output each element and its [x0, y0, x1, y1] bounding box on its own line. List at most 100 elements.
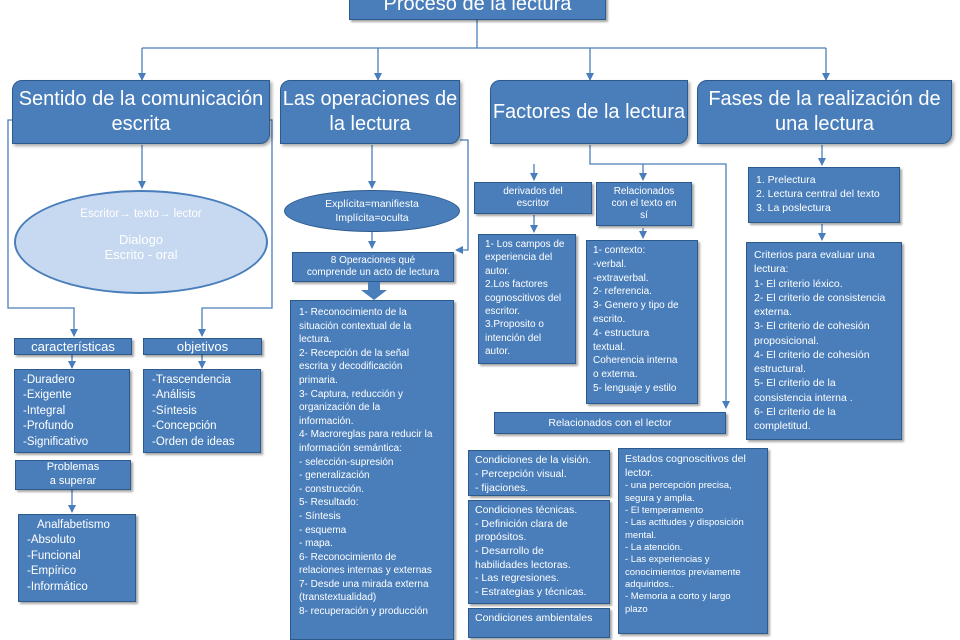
- list-item: 6- El criterio de la: [754, 405, 836, 418]
- list-item: lectura.: [299, 334, 332, 346]
- list-item: -Informático: [27, 580, 88, 593]
- list-item: organización de la: [299, 402, 381, 414]
- caracteristicas-label: características: [31, 339, 115, 354]
- list-item: - Memoria a corto y largo: [625, 591, 731, 603]
- list-item: plazo: [625, 603, 648, 615]
- list-item: -Duradero: [23, 374, 75, 386]
- list-item: intención del: [485, 332, 542, 344]
- list-item: 2. Lectura central del texto: [756, 188, 880, 201]
- list-item: -Integral: [23, 404, 66, 417]
- rel-texto-label-3: sí: [640, 210, 648, 221]
- list-item: conocimientos previamente: [625, 566, 741, 578]
- list-item: -Empírico: [27, 565, 77, 578]
- list-item: 5- lenguaje y estilo: [593, 382, 677, 394]
- list-item: - Las regresiones.: [475, 572, 560, 585]
- list-item: 2.Los factores: [485, 279, 548, 291]
- list-item: - construcción.: [299, 483, 365, 495]
- ellipse-dialogo: Dialogo: [118, 232, 164, 247]
- list-item: adquiridos..: [625, 579, 675, 591]
- list-item: 5- Resultado:: [299, 497, 359, 509]
- problemas-label-1: Problemas: [46, 461, 100, 474]
- rel-texto-label-1: Relacionados: [613, 186, 675, 197]
- list-item: - Desarrollo de: [475, 544, 544, 557]
- list-item: - esquema: [299, 524, 347, 536]
- list-item: 5- El criterio de la: [754, 377, 836, 390]
- list-item: 1- contexto:: [593, 245, 646, 256]
- problemas-list: Analfabetismo -Absoluto -Funcional -Empí…: [18, 514, 136, 602]
- list-item: -Síntesis: [152, 404, 197, 417]
- level1-sentido-label: Sentido de la comunicación escrita: [18, 88, 264, 135]
- level1-fases-label: Fases de la realización de una lectura: [708, 88, 941, 135]
- objetivos-list: -Trascendencia -Análisis -Síntesis -Conc…: [143, 369, 261, 453]
- list-item: primaria.: [299, 374, 338, 386]
- level1-fases: Fases de la realización de una lectura: [697, 80, 952, 144]
- level1-factores: Factores de la lectura: [490, 80, 688, 144]
- list-item: - Las experiencias y: [625, 554, 710, 566]
- list-item: - La atención.: [625, 542, 683, 553]
- list-item: 2- Recepción de la señal: [299, 347, 410, 359]
- operaciones-list: 1- Reconocimiento de la situación contex…: [290, 300, 454, 640]
- caracteristicas-header: características: [14, 338, 132, 355]
- list-item: habilidades lectoras.: [475, 558, 571, 571]
- derivados-label-2: escritor: [516, 198, 550, 209]
- list-item: 7- Desde una mirada externa: [299, 578, 429, 590]
- tecnicas-box: Condiciones técnicas. - Definición clara…: [468, 500, 610, 604]
- list-item: 2- El criterio de consistencia: [754, 291, 886, 304]
- list-item: escrita y decodificación: [299, 361, 403, 373]
- derivados-header: derivados del escritor: [474, 182, 592, 214]
- list-item: - Las actitudes y disposición: [625, 517, 744, 529]
- list-item: -extraverbal.: [593, 272, 649, 284]
- list-item: 6- Reconocimiento de: [299, 551, 397, 563]
- list-item: (transtextualidad): [299, 592, 377, 604]
- title-text: Proceso de la lectura: [383, 0, 572, 15]
- list-item: - una percepción precisa,: [625, 480, 732, 492]
- list-item: -Significativo: [23, 435, 89, 448]
- list-item: 2- referencia.: [593, 286, 652, 298]
- list-item: -Absoluto: [27, 534, 76, 547]
- problemas-label-2: a superar: [49, 475, 97, 487]
- estados-box: Estados cognoscitivos del lector. - una …: [618, 448, 768, 634]
- list-item: Analfabetismo: [37, 519, 110, 531]
- criterios-box: Criterios para evaluar una lectura: 1- E…: [746, 242, 902, 440]
- ambientales-box: Condiciones ambientales: [468, 608, 610, 638]
- list-item: situación contextual de la: [299, 320, 412, 332]
- list-item: escrito.: [593, 313, 626, 325]
- list-item: información semántica:: [299, 442, 402, 454]
- list-item: experiencia del: [485, 252, 553, 264]
- list-item: 4- estructura: [593, 327, 650, 339]
- list-item: Criterios para evaluar una: [754, 249, 875, 261]
- list-item: - generalización: [299, 470, 370, 482]
- list-item: externa.: [754, 306, 792, 319]
- list-item: 8- recuperación y producción: [299, 606, 428, 618]
- list-item: Condiciones técnicas.: [475, 504, 578, 516]
- list-item: 3- Genero y tipo de: [593, 300, 679, 312]
- list-item: Coherencia interna: [593, 355, 678, 367]
- level1-factores-label: Factores de la lectura: [492, 100, 686, 123]
- list-item: proposicional.: [754, 334, 819, 347]
- list-item: 1- Los campos de: [485, 239, 565, 250]
- down-arrow-icon: [361, 282, 387, 300]
- list-item: - Síntesis: [299, 510, 341, 522]
- list-item: -Análisis: [152, 389, 196, 402]
- caracteristicas-list: -Duradero -Exigente -Integral -Profundo …: [14, 369, 130, 453]
- list-item: - mapa.: [299, 538, 333, 550]
- list-item: 1- El criterio léxico.: [754, 277, 843, 290]
- ocho-operaciones-header: 8 Operaciones qué comprende un acto de l…: [292, 252, 454, 282]
- list-item: 3- Captura, reducción y: [299, 388, 403, 400]
- rel-lector-label: Relacionados con el lector: [548, 417, 672, 429]
- list-item: - El temperamento: [625, 504, 704, 516]
- level1-operaciones-label: Las operaciones de la lectura: [282, 88, 458, 135]
- problemas-header: Problemas a superar: [15, 460, 131, 490]
- list-item: - Definición clara de: [475, 517, 568, 530]
- objetivos-label: objetivos: [176, 339, 229, 354]
- explicita-ellipse: Explícita=manifiesta Implícita=oculta: [284, 190, 460, 232]
- list-item: - fijaciones.: [475, 481, 529, 494]
- list-item: -Profundo: [23, 420, 74, 433]
- relacionados-texto-header: Relacionados con el texto en sí: [596, 182, 692, 226]
- list-item: - selección-supresión: [299, 456, 394, 468]
- list-item: 1. Prelectura: [756, 174, 816, 186]
- ellipse-escrito-oral: Escrito - oral: [104, 247, 178, 262]
- list-item: Condiciones ambientales: [475, 612, 593, 624]
- dialogo-ellipse: Escritor→ texto→ lector Dialogo Escrito …: [14, 190, 268, 294]
- list-item: estructural.: [754, 363, 806, 376]
